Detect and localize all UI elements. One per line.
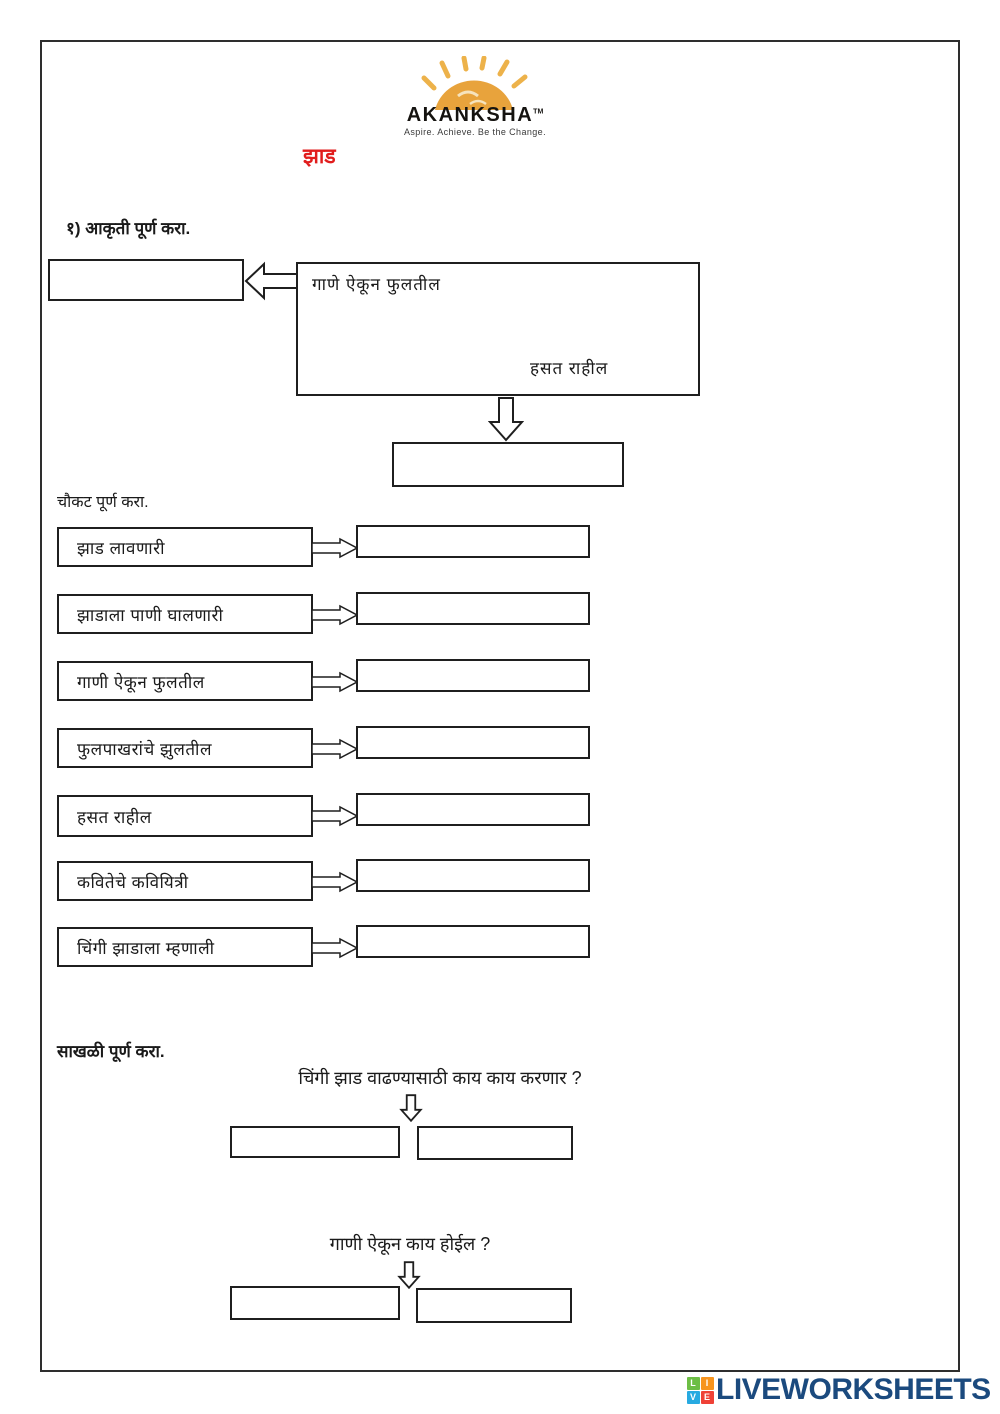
- answer-box-bottom[interactable]: [392, 442, 624, 487]
- logo-letter-l: L: [686, 1376, 700, 1390]
- chain-question-2: गाणी ऐकून काय होईल ?: [329, 1234, 491, 1254]
- prompt-box: गाणी ऐकून फुलतील: [57, 661, 313, 701]
- akanksha-logo: AKANKSHATM Aspire. Achieve. Be the Chang…: [380, 56, 570, 137]
- prompt-label: हसत राहील: [77, 807, 152, 827]
- answer-box[interactable]: [356, 859, 590, 892]
- answer-box[interactable]: [356, 525, 590, 558]
- chain-answer-box[interactable]: [230, 1126, 400, 1158]
- liveworksheets-wordmark: LIVEWORKSHEETS: [716, 1373, 991, 1406]
- logo-letter-e: E: [700, 1390, 714, 1404]
- prompt-box: झाड लावणारी: [57, 527, 313, 567]
- answer-box[interactable]: [356, 659, 590, 692]
- connector-arrow-icon: [312, 738, 358, 760]
- arrow-down-icon: [397, 1261, 421, 1289]
- connector-arrow-icon: [312, 805, 358, 827]
- connector-arrow-icon: [312, 537, 358, 559]
- connector-arrow-icon: [312, 604, 358, 626]
- connector-arrow-icon: [312, 671, 358, 693]
- prompt-box: चिंगी झाडाला म्हणाली: [57, 927, 313, 967]
- arrow-down-icon: [488, 397, 524, 442]
- diagram-text-1: गाणे ऐकून फुलतील: [312, 275, 441, 294]
- arrow-left-icon: [244, 261, 298, 301]
- chain-answer-box[interactable]: [230, 1286, 400, 1320]
- logo-wordmark: AKANKSHATM: [406, 104, 544, 126]
- prompt-label: झाडाला पाणी घालणारी: [77, 605, 224, 625]
- answer-box[interactable]: [356, 592, 590, 625]
- chain-answer-box[interactable]: [417, 1126, 573, 1160]
- trademark-symbol: TM: [533, 108, 544, 116]
- boxes-section-heading: चौकट पूर्ण करा.: [57, 494, 149, 511]
- prompt-box: झाडाला पाणी घालणारी: [57, 594, 313, 634]
- page-title: झाड: [303, 145, 336, 168]
- logo-letter-v: V: [686, 1390, 700, 1404]
- arrow-down-icon: [399, 1094, 423, 1122]
- answer-box-left[interactable]: [48, 259, 244, 301]
- prompt-label: झाड लावणारी: [77, 538, 166, 558]
- answer-box[interactable]: [356, 925, 590, 958]
- chain-answer-box[interactable]: [416, 1288, 572, 1323]
- diagram-main-box: गाणे ऐकून फुलतील हसत राहील: [296, 262, 700, 396]
- diagram-text-2: हसत राहील: [530, 359, 609, 378]
- prompt-label: फुलपाखरांचे झुलतील: [77, 739, 212, 759]
- prompt-label: चिंगी झाडाला म्हणाली: [77, 938, 215, 958]
- connector-arrow-icon: [312, 871, 358, 893]
- answer-box[interactable]: [356, 793, 590, 826]
- worksheet-border: [40, 40, 960, 1372]
- chain-section-heading: साखळी पूर्ण करा.: [57, 1042, 165, 1061]
- prompt-label: गाणी ऐकून फुलतील: [77, 672, 205, 692]
- logo-tagline: Aspire. Achieve. Be the Change.: [404, 127, 546, 137]
- prompt-box: कवितेचे कवियित्री: [57, 861, 313, 901]
- connector-arrow-icon: [312, 937, 358, 959]
- liveworksheets-footer[interactable]: L I V E LIVEWORKSHEETS: [686, 1370, 991, 1410]
- prompt-box: हसत राहील: [57, 795, 313, 837]
- prompt-box: फुलपाखरांचे झुलतील: [57, 728, 313, 768]
- diagram-section-heading: १) आकृती पूर्ण करा.: [66, 219, 191, 238]
- chain-question-1: चिंगी झाड वाढण्यासाठी काय काय करणार ?: [298, 1068, 582, 1088]
- sun-icon: [421, 56, 528, 110]
- prompt-label: कवितेचे कवियित्री: [77, 872, 189, 892]
- liveworksheets-logo-icon: L I V E: [686, 1370, 714, 1410]
- answer-box[interactable]: [356, 726, 590, 759]
- logo-letter-i: I: [700, 1376, 714, 1390]
